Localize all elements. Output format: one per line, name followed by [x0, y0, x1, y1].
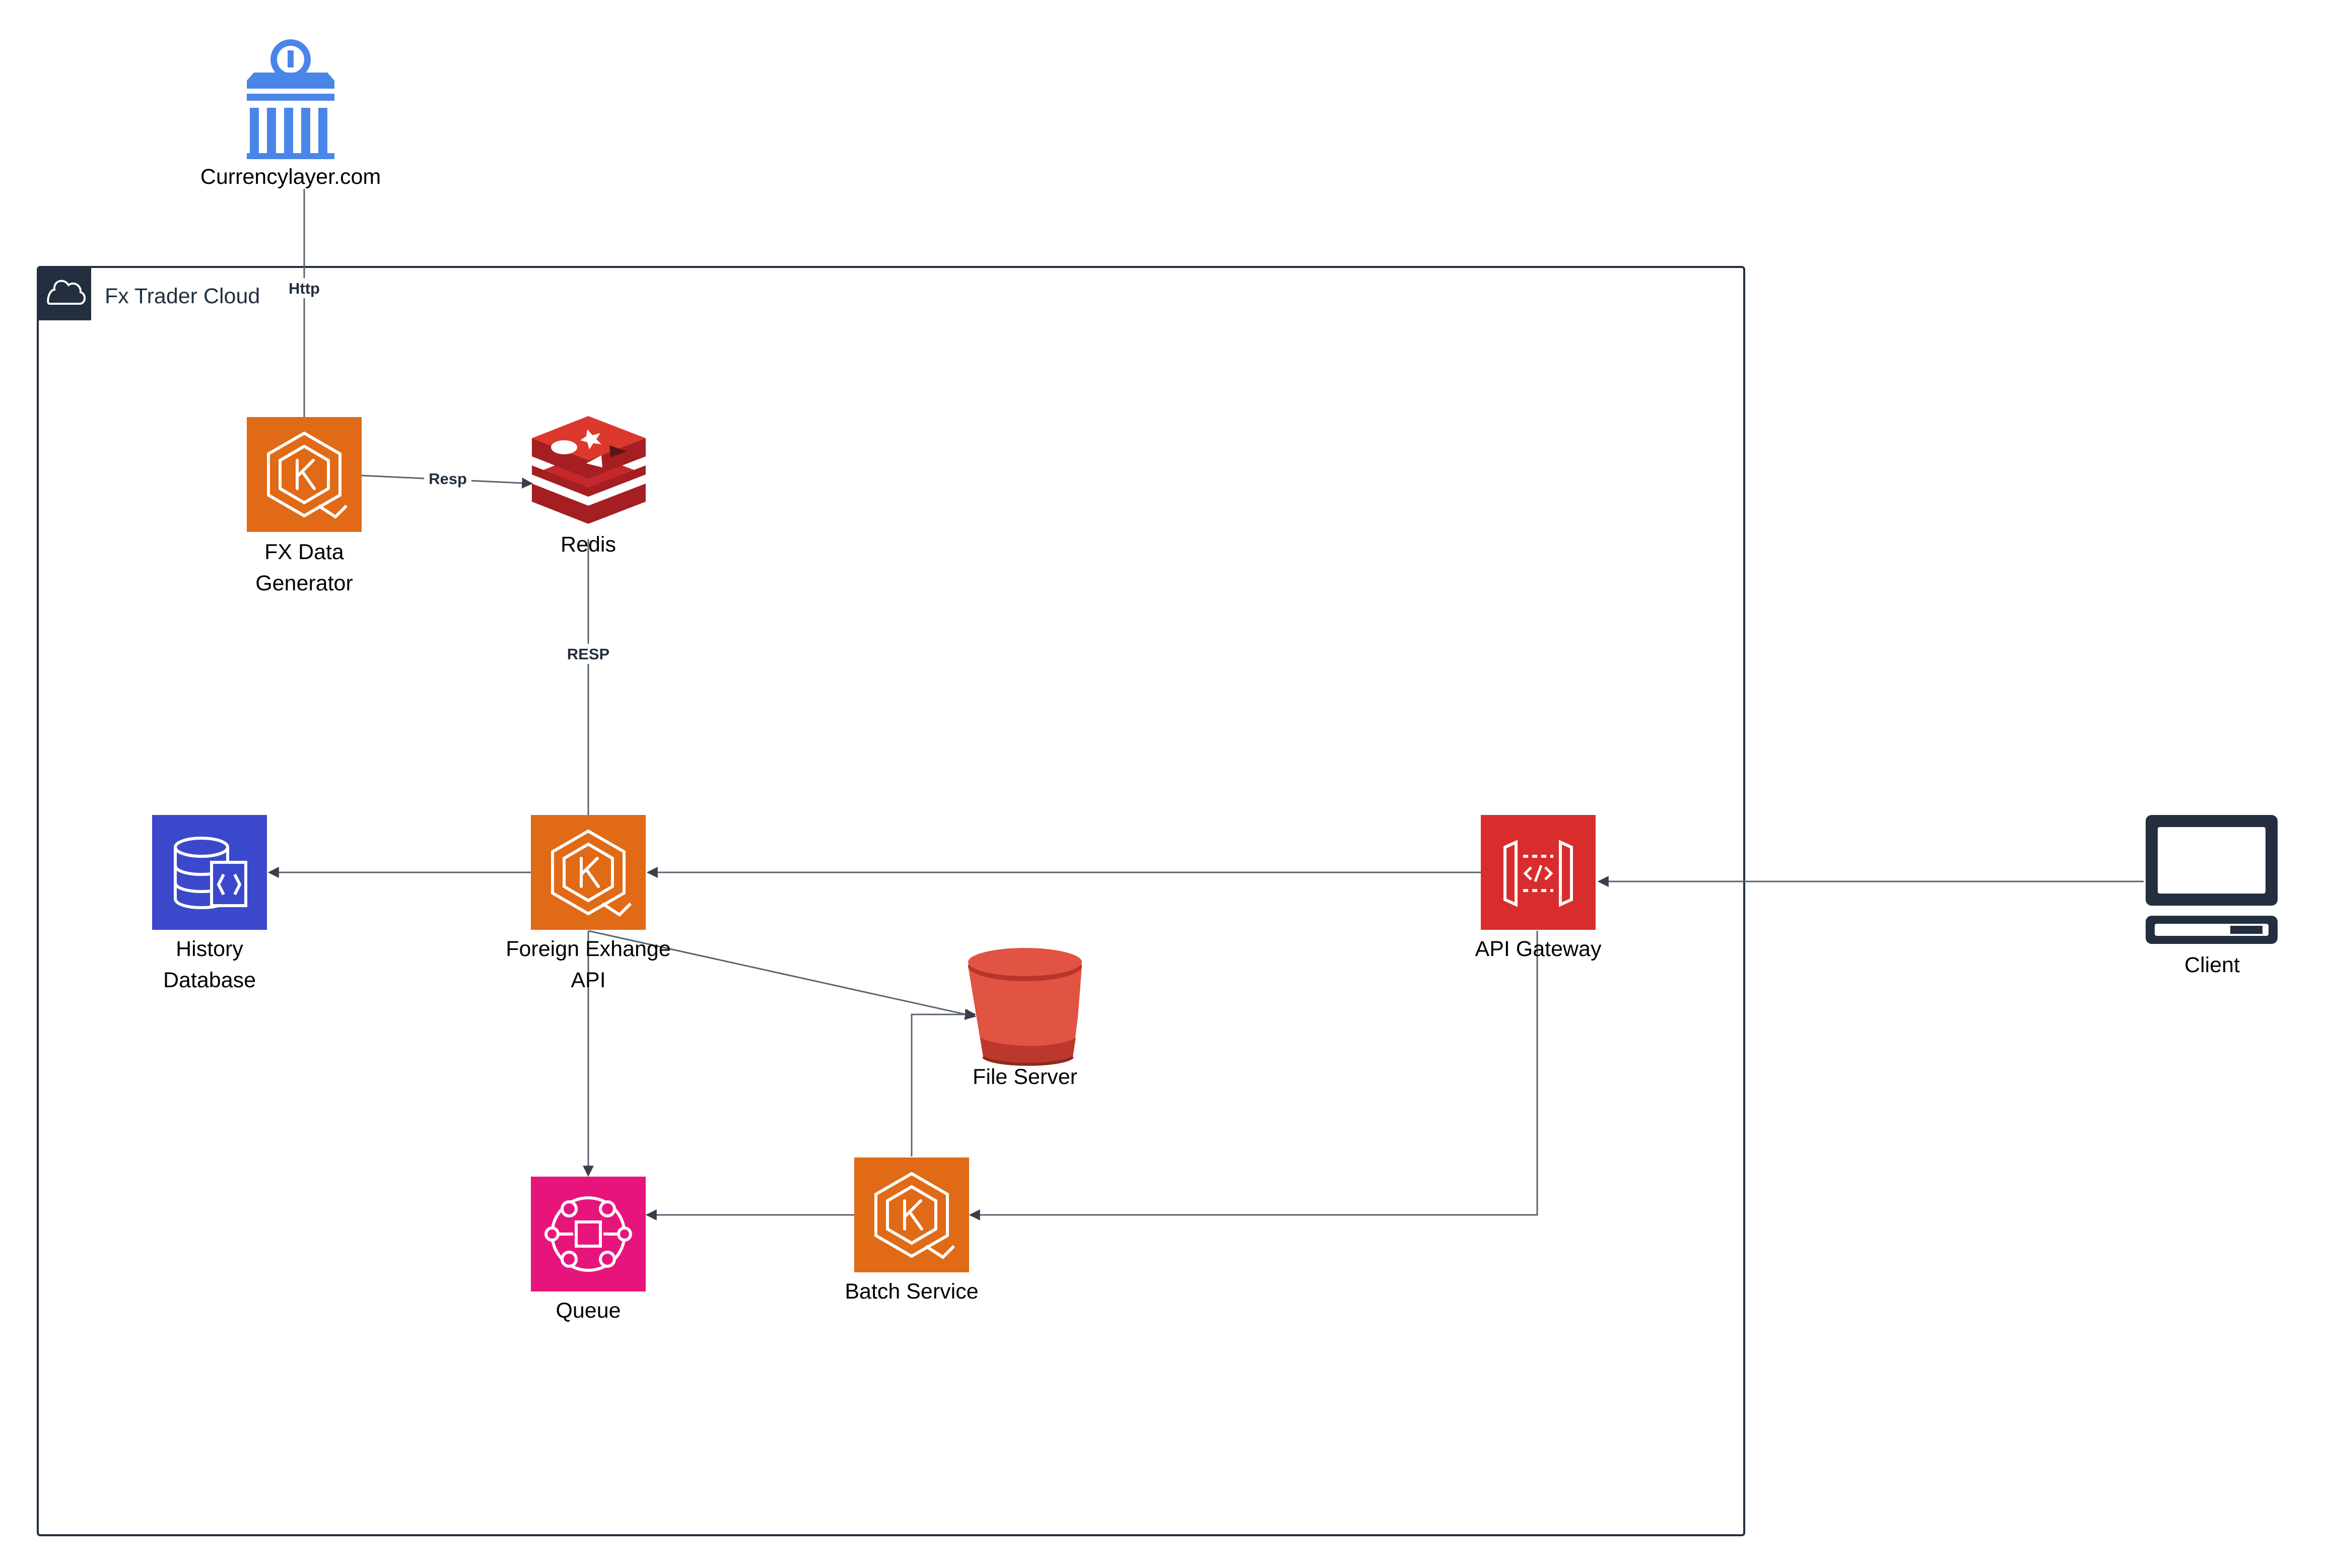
database-icon [174, 837, 247, 909]
client-label: Client [2184, 953, 2240, 977]
edge-label-resp-group: Resp [424, 468, 471, 489]
edges [267, 189, 2144, 1220]
foreign-exchange-api-node[interactable]: Foreign Exhange API [506, 815, 671, 992]
edge-label-resp-upper-group: RESP [562, 644, 614, 664]
api-gateway-label: API Gateway [1475, 937, 1602, 961]
bank-building-icon [247, 39, 334, 159]
edge-label-http-group: Http [283, 278, 325, 298]
computer-icon [2146, 815, 2278, 944]
file-server-label: File Server [973, 1065, 1077, 1089]
edge-label-http: Http [289, 280, 320, 297]
queue-node[interactable]: Queue [531, 1177, 646, 1323]
currencylayer-label: Currencylayer.com [200, 165, 381, 189]
history-database-node[interactable]: History Database [152, 815, 267, 992]
edge-api-fileserver[interactable] [588, 930, 977, 1020]
queue-label: Queue [556, 1299, 621, 1323]
batch-service-label: Batch Service [845, 1279, 978, 1304]
edge-batch-fileserver[interactable] [911, 1009, 977, 1156]
edge-label-resp: Resp [429, 470, 467, 488]
file-server-node[interactable]: File Server [968, 948, 1082, 1089]
foreign-exchange-api-label-line1: Foreign Exhange [506, 937, 671, 961]
fx-data-generator-label-line1: FX Data [264, 540, 344, 564]
queue-icon [544, 1196, 632, 1272]
fx-data-generator-label-line2: Generator [255, 571, 353, 595]
group-label: Fx Trader Cloud [105, 284, 260, 308]
history-database-label-line2: Database [163, 968, 256, 992]
api-gateway-icon [1503, 840, 1573, 907]
fx-data-generator-node[interactable]: FX Data Generator [247, 417, 362, 595]
edge-label-resp-upper: RESP [567, 645, 609, 663]
redis-node[interactable]: Redis [532, 416, 646, 557]
redis-label: Redis [561, 532, 616, 557]
fx-trader-cloud-group[interactable]: Fx Trader Cloud [37, 266, 1745, 1536]
currencylayer-node[interactable]: Currencylayer.com [200, 39, 381, 189]
edge-gateway-batch[interactable] [969, 931, 1538, 1220]
history-database-label-line1: History [176, 937, 243, 961]
foreign-exchange-api-label-line2: API [571, 968, 605, 992]
bucket-icon [968, 948, 1082, 1066]
cloud-icon [47, 280, 86, 305]
client-node[interactable]: Client [2146, 815, 2278, 977]
redis-icon [532, 416, 646, 524]
api-gateway-node[interactable]: API Gateway [1475, 815, 1602, 961]
batch-service-node[interactable]: Batch Service [845, 1157, 979, 1304]
